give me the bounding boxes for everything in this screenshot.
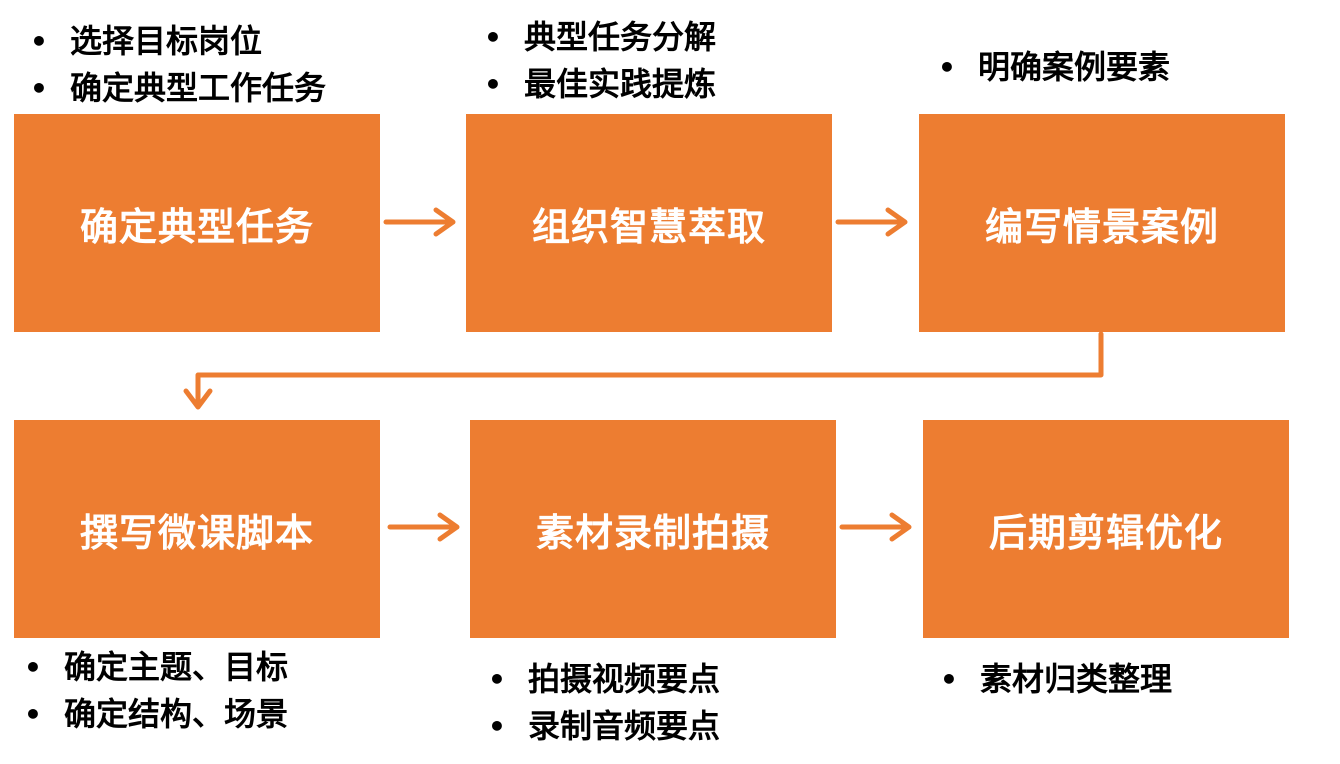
step-title: 编写情景案例 bbox=[984, 204, 1219, 249]
step-box-1: 确定典型任务 bbox=[14, 114, 380, 332]
step-box-4: 撰写微课脚本 bbox=[14, 420, 380, 638]
notes-step-6: 素材归类整理 bbox=[932, 656, 1172, 703]
note-item: 确定主题、目标 bbox=[16, 644, 288, 691]
step-title: 素材录制拍摄 bbox=[535, 510, 770, 555]
notes-step-4: 确定主题、目标 确定结构、场景 bbox=[16, 644, 288, 738]
note-item: 录制音频要点 bbox=[480, 703, 720, 750]
notes-step-3: 明确案例要素 bbox=[930, 44, 1170, 91]
step-title: 撰写微课脚本 bbox=[79, 510, 314, 555]
note-item: 确定结构、场景 bbox=[16, 691, 288, 738]
notes-step-5: 拍摄视频要点 录制音频要点 bbox=[480, 656, 720, 750]
note-item: 素材归类整理 bbox=[932, 656, 1172, 703]
step-title: 组织智慧萃取 bbox=[531, 204, 766, 249]
step-box-6: 后期剪辑优化 bbox=[923, 420, 1289, 638]
notes-step-1: 选择目标岗位 确定典型工作任务 bbox=[22, 18, 326, 112]
note-item: 选择目标岗位 bbox=[22, 18, 326, 65]
step-box-5: 素材录制拍摄 bbox=[470, 420, 836, 638]
step-box-2: 组织智慧萃取 bbox=[466, 114, 832, 332]
step-title: 后期剪辑优化 bbox=[988, 510, 1223, 555]
note-item: 最佳实践提炼 bbox=[476, 61, 716, 108]
step-title: 确定典型任务 bbox=[79, 204, 314, 249]
note-item: 拍摄视频要点 bbox=[480, 656, 720, 703]
arrow-step-1-to-2 bbox=[383, 207, 456, 237]
notes-step-2: 典型任务分解 最佳实践提炼 bbox=[476, 14, 716, 108]
arrow-step-2-to-3 bbox=[835, 207, 908, 237]
step-box-3: 编写情景案例 bbox=[919, 114, 1285, 332]
note-item: 明确案例要素 bbox=[930, 44, 1170, 91]
note-item: 典型任务分解 bbox=[476, 14, 716, 61]
note-item: 确定典型工作任务 bbox=[22, 65, 326, 112]
arrow-step-4-to-5 bbox=[387, 512, 460, 542]
arrow-step-5-to-6 bbox=[839, 512, 912, 542]
arrow-step-3-to-4 bbox=[183, 331, 1104, 410]
